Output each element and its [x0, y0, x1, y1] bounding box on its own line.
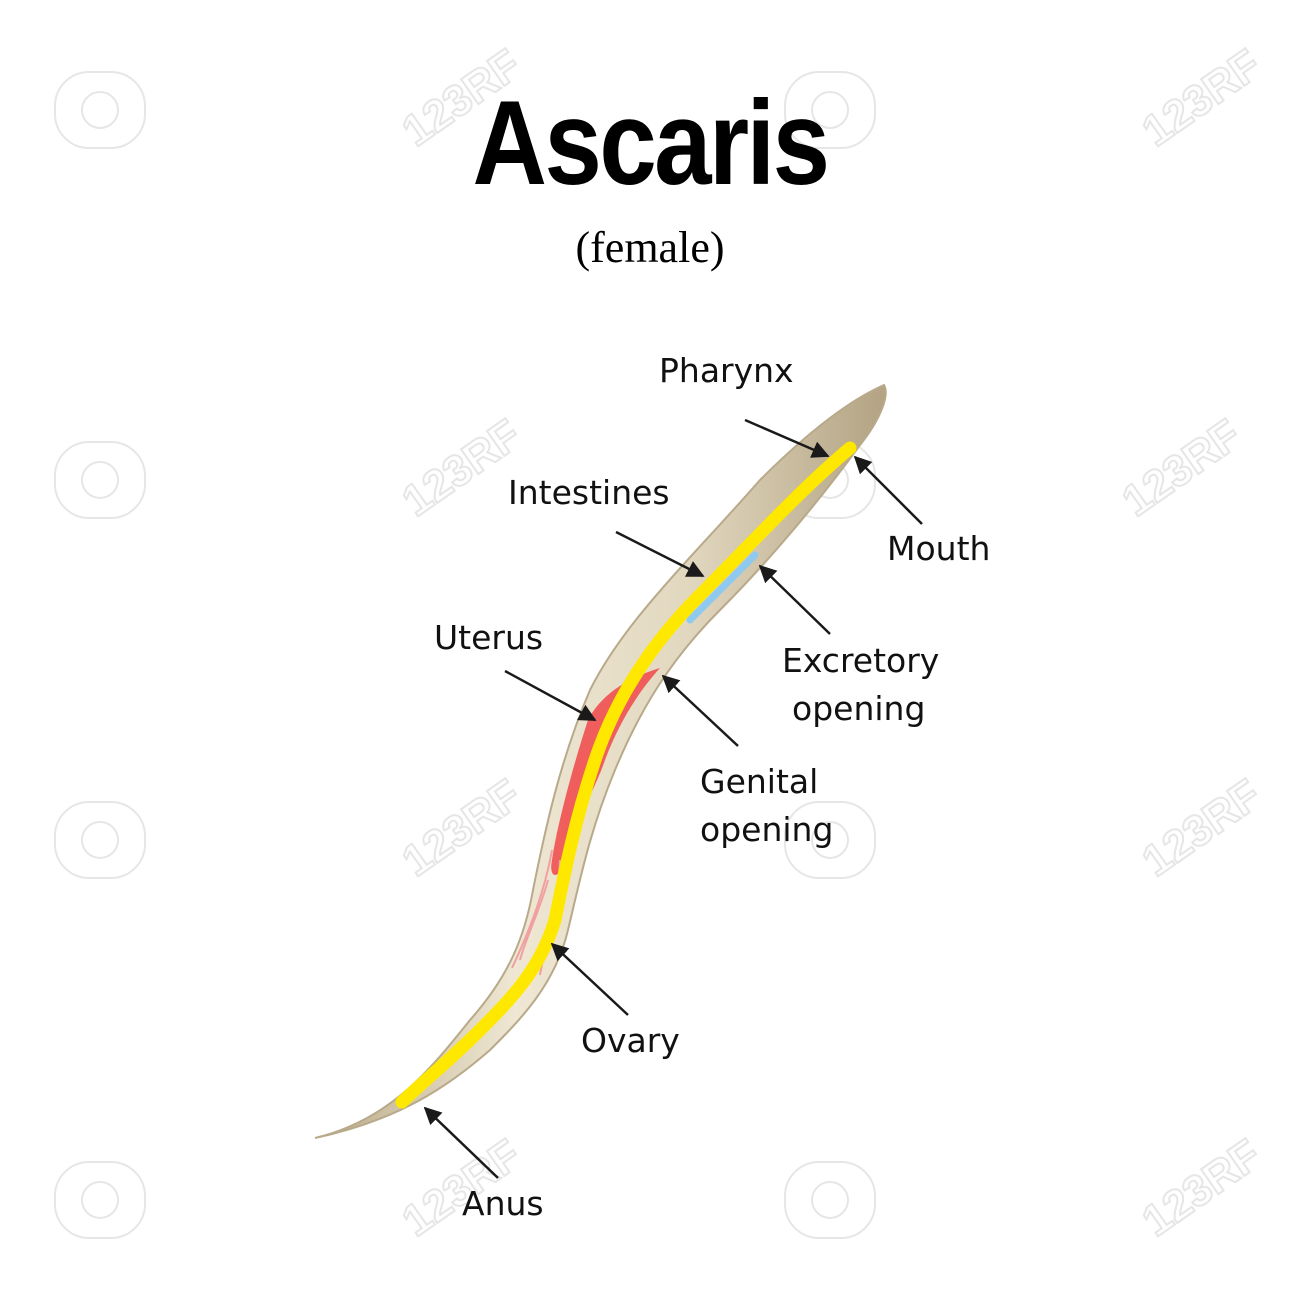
- anus-arrow: [423, 1106, 499, 1179]
- watermark-stamp: [54, 1161, 146, 1239]
- watermark-stamp: [784, 1161, 876, 1239]
- label-excretory-line1: Excretory: [782, 641, 940, 680]
- excretory-arrow: [758, 564, 831, 635]
- watermark-stamp: [784, 71, 876, 149]
- genital-arrow: [661, 674, 739, 747]
- excretory-canal: [686, 551, 759, 624]
- label-uterus: Uterus: [434, 618, 544, 657]
- label-ovary: Ovary: [581, 1021, 680, 1060]
- label-genital-line1: Genital: [700, 762, 819, 801]
- label-anus: Anus: [462, 1184, 544, 1223]
- watermark-stamp: [54, 801, 146, 879]
- intestine-tract: [395, 441, 857, 1109]
- watermark-stamp: [54, 441, 146, 519]
- label-intestines: Intestines: [508, 473, 670, 512]
- diagram-title: Ascaris: [472, 76, 830, 210]
- mouth-arrow: [853, 455, 923, 525]
- ovary-arrow: [550, 942, 629, 1016]
- watermark-stamp: [784, 801, 876, 879]
- label-excretory-opening: Excretory opening: [782, 637, 939, 733]
- intestines-arrow: [615, 530, 705, 578]
- label-genital-opening: Genital opening: [700, 758, 833, 854]
- uterus-arrow: [504, 669, 597, 722]
- diagram-subtitle: (female): [575, 223, 725, 272]
- label-pharynx: Pharynx: [659, 351, 794, 390]
- uterus-shape: [551, 668, 660, 875]
- label-excretory-line2: opening: [792, 689, 926, 728]
- label-genital-line2: opening: [700, 810, 834, 849]
- pharynx-arrow: [744, 418, 830, 458]
- label-mouth: Mouth: [887, 529, 991, 568]
- watermark-stamp: [54, 71, 146, 149]
